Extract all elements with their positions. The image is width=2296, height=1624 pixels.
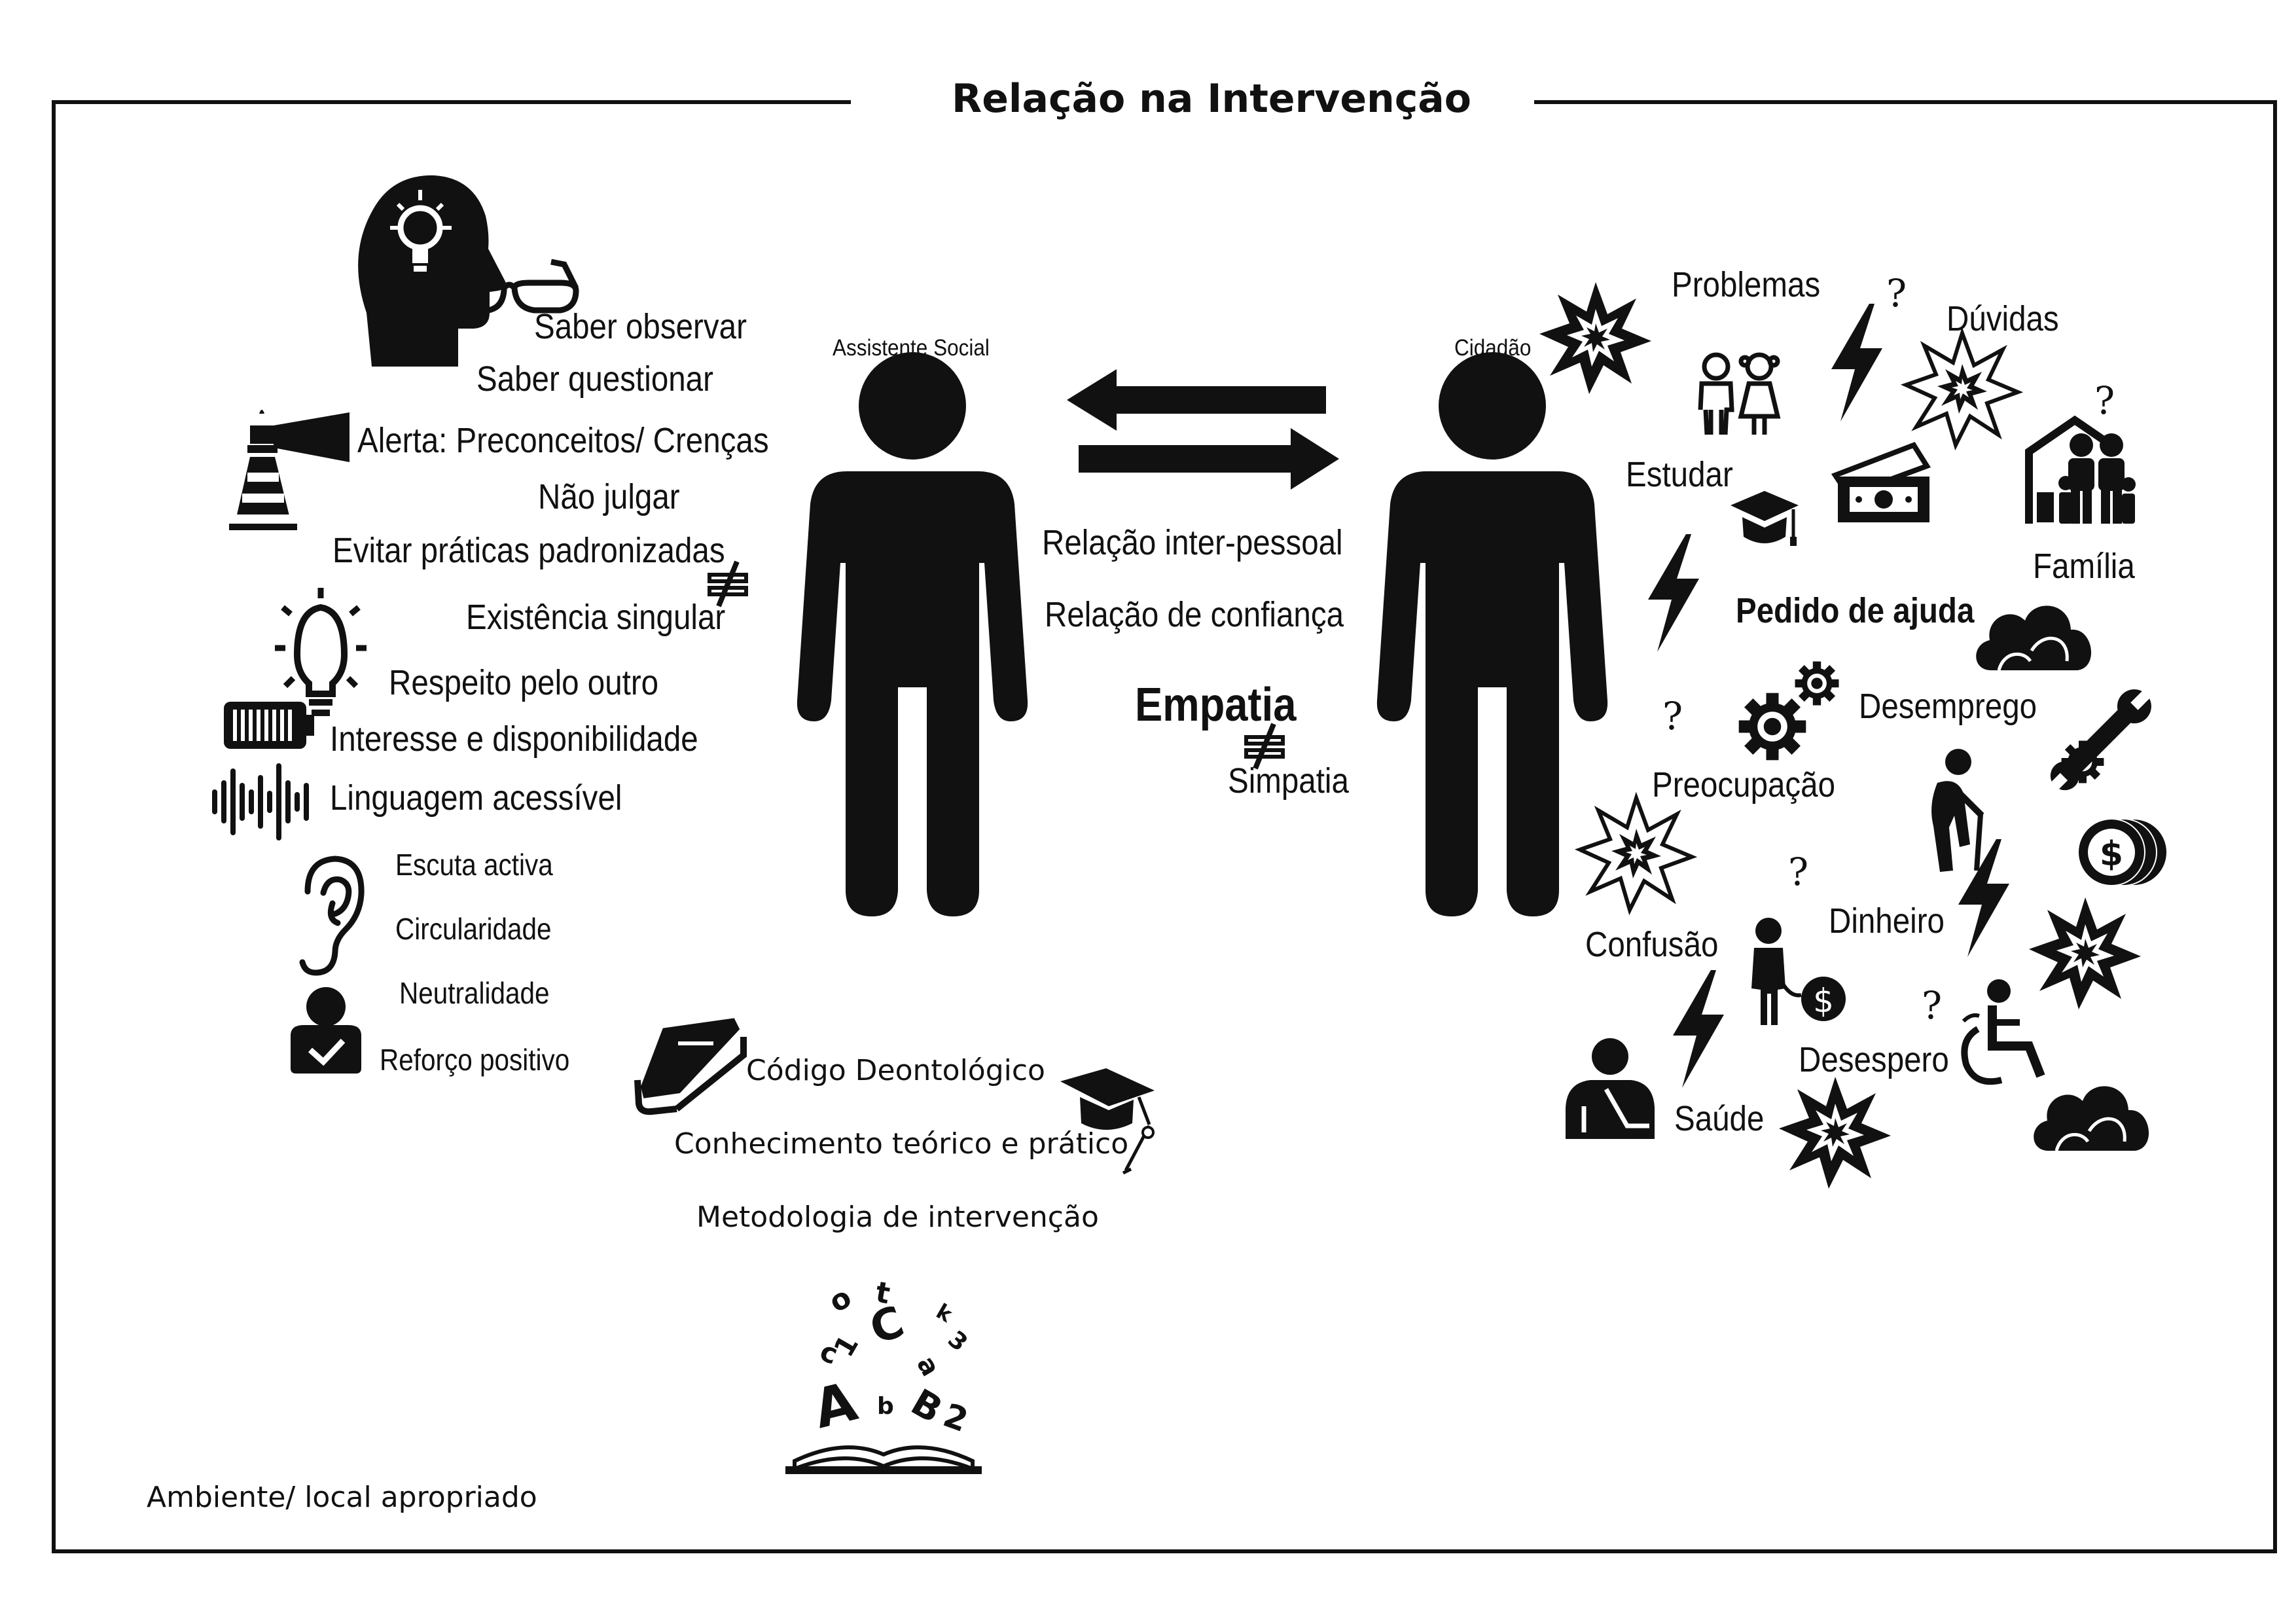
skill-neutrality: Neutralidade — [399, 976, 550, 1010]
issue-unemployment: Desemprego — [1859, 687, 2037, 726]
arrow-left-icon — [1067, 369, 1326, 431]
question-mark-icon: ? — [1886, 271, 1907, 316]
lightning-icon — [1648, 534, 1699, 652]
book-letter: o — [823, 1280, 857, 1319]
svg-text:$: $ — [1813, 982, 1834, 1020]
user-check-icon — [291, 987, 361, 1074]
issue-problems: Problemas — [1672, 265, 1821, 304]
graduation-cap-icon — [1731, 491, 1799, 546]
lightbulb-icon — [275, 588, 367, 716]
house-family-icon — [2025, 415, 2136, 524]
injured-person-icon — [1566, 1038, 1655, 1139]
skill-respect: Respeito pelo outro — [389, 663, 659, 702]
question-mark-icon: ? — [1788, 850, 1808, 894]
label-citizen: Cidadão — [1454, 335, 1532, 361]
lightning-icon — [1673, 970, 1724, 1088]
issue-help-request: Pedido de ajuda — [1736, 591, 1975, 630]
cloud-icon — [2034, 1086, 2149, 1151]
page-title: Relação na Intervenção — [952, 76, 1472, 122]
burst-icon — [1779, 1077, 1891, 1189]
graduation-cap-icon — [1060, 1068, 1155, 1175]
label-intervention-methodology: Metodologia de intervenção — [696, 1200, 1099, 1234]
issue-money: Dinheiro — [1829, 901, 1945, 941]
label-environment: Ambiente/ local apropriado — [147, 1481, 537, 1514]
issue-doubts: Dúvidas — [1946, 299, 2059, 338]
skill-singular-existence: Existência singular — [466, 598, 726, 637]
burst-icon — [1580, 798, 1692, 910]
skill-question: Saber questionar — [476, 359, 713, 399]
cloud-icon — [1976, 605, 2091, 670]
gears-icon — [1738, 661, 1839, 761]
wrench-gear-icon — [2048, 689, 2152, 793]
skill-interest-availability: Interesse e disponibilidade — [330, 719, 698, 759]
issue-family: Família — [2033, 547, 2135, 586]
children-icon — [1698, 352, 1781, 435]
skill-alert-prejudice: Alerta: Preconceitos/ Crenças — [357, 421, 769, 460]
sound-wave-icon — [212, 763, 309, 840]
burst-icon — [1906, 333, 2018, 445]
issue-worry: Preocupação — [1652, 765, 1836, 804]
frame-border — [52, 100, 2277, 1553]
question-mark-icon: ? — [1662, 694, 1683, 738]
book-letter: C — [863, 1296, 910, 1354]
issue-study: Estudar — [1626, 455, 1733, 494]
label-relation-trust: Relação de confiança — [1045, 595, 1344, 634]
elderly-icon — [1931, 749, 1984, 872]
label-code-of-ethics: Código Deontológico — [746, 1054, 1045, 1087]
skill-no-judging: Não julgar — [538, 477, 680, 516]
open-book-letters-icon: o t k c 1 C a 3 A b B 2 — [785, 1276, 982, 1474]
arrow-right-icon — [1079, 428, 1339, 490]
issue-despair: Desespero — [1799, 1040, 1949, 1079]
svg-text:$: $ — [2100, 835, 2123, 874]
label-social-worker: Assistente Social — [833, 335, 990, 361]
skill-positive-reinforcement: Reforço positivo — [380, 1043, 570, 1077]
person-money-icon: $ — [1751, 918, 1846, 1025]
label-sympathy: Simpatia — [1228, 761, 1349, 801]
label-relation-interpersonal: Relação inter-pessoal — [1042, 523, 1343, 562]
book-letter: A — [808, 1371, 863, 1441]
wheelchair-icon — [1961, 979, 2045, 1085]
person-icon — [797, 352, 1028, 916]
issue-health: Saúde — [1674, 1099, 1765, 1138]
coins-icon: $ — [2077, 818, 2166, 886]
skill-active-listening: Escuta activa — [395, 848, 553, 882]
skill-circularity: Circularidade — [395, 912, 552, 946]
lightning-icon — [1958, 839, 2009, 957]
label-theoretical-practical-knowledge: Conhecimento teórico e prático — [674, 1127, 1129, 1161]
burst-icon — [2029, 897, 2141, 1009]
skill-observe: Saber observar — [534, 307, 747, 346]
skill-avoid-standard-practices: Evitar práticas padronizadas — [332, 531, 725, 570]
battery-icon — [224, 702, 314, 749]
money-icon — [1831, 442, 1931, 522]
book-icon — [634, 1018, 747, 1115]
book-letter: 3 — [942, 1326, 973, 1357]
label-empathy: Empatia — [1135, 679, 1297, 731]
skill-accessible-language: Linguagem acessível — [330, 778, 622, 818]
book-letter: a — [910, 1351, 945, 1381]
lighthouse-icon — [229, 410, 350, 530]
burst-icon — [1539, 282, 1651, 394]
person-icon — [1376, 352, 1608, 916]
head-lightbulb-icon — [358, 175, 506, 367]
question-mark-icon: ? — [1922, 983, 1942, 1028]
question-mark-icon: ? — [2094, 378, 2115, 423]
book-letter: b — [877, 1393, 894, 1420]
lightning-icon — [1831, 304, 1882, 422]
issue-confusion: Confusão — [1585, 925, 1719, 964]
ear-icon — [299, 856, 365, 976]
book-letter: k — [932, 1299, 957, 1327]
